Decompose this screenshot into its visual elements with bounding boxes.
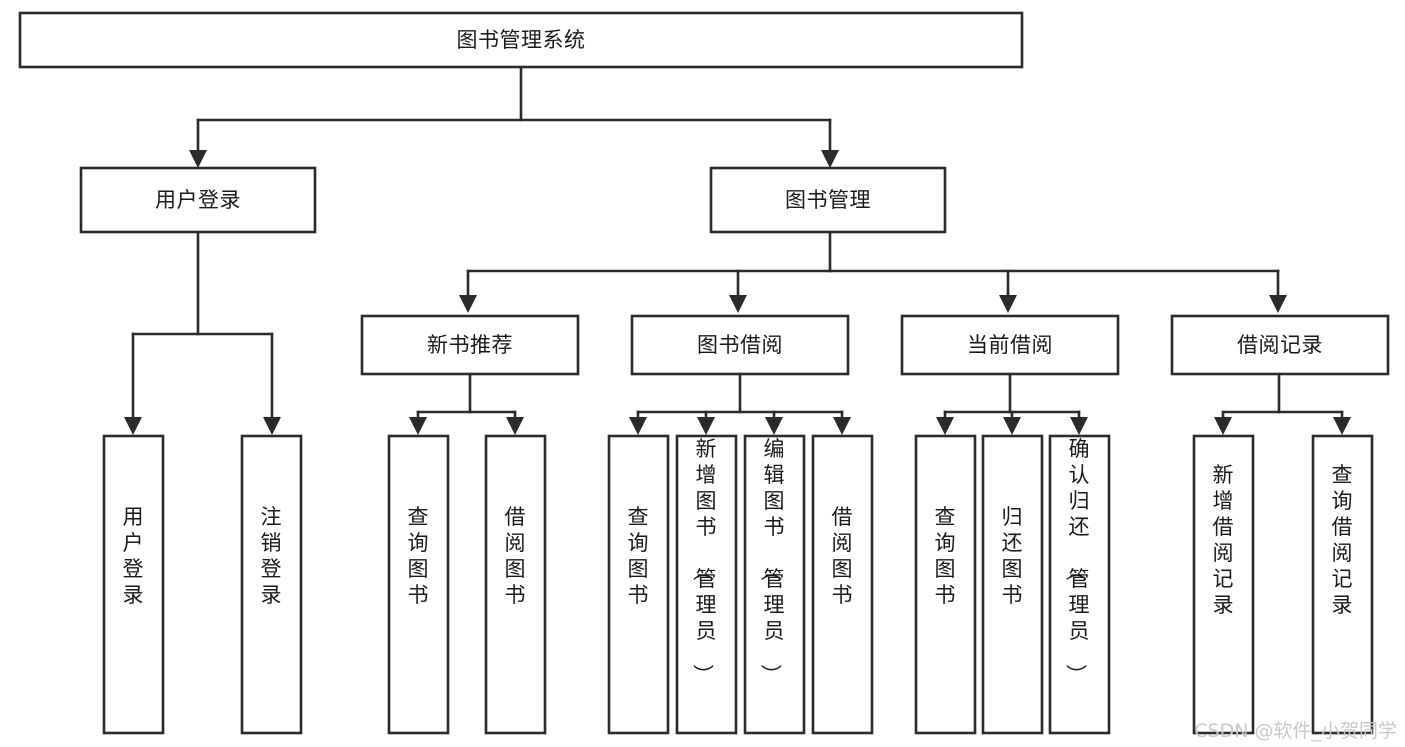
node-user-login[interactable]: 用户登录: [79, 166, 317, 234]
node-book-borrow-box[interactable]: [630, 314, 850, 376]
node-root-box[interactable]: [18, 11, 1024, 69]
arrow-icon: [1333, 417, 1351, 435]
node-new-book-recommend-label: 新书推荐: [427, 333, 513, 357]
leaf-box[interactable]: [387, 434, 450, 735]
node-borrow-records[interactable]: 借阅记录: [1170, 314, 1390, 376]
arrow-icon: [697, 417, 715, 435]
leaf-label: 借阅图书: [505, 505, 526, 607]
node-current-borrow-label: 当前借阅: [967, 333, 1053, 357]
node-book-management[interactable]: 图书管理: [709, 166, 947, 234]
leaf-box[interactable]: [1048, 434, 1111, 735]
arrow-icon: [936, 417, 954, 435]
leaf-box[interactable]: [1192, 434, 1255, 735]
arrow-icon: [124, 417, 142, 435]
node-user-login-box[interactable]: [79, 166, 317, 234]
node-borrow-records-label: 借阅记录: [1237, 333, 1323, 357]
leaf-borrow-edit-book-admin[interactable]: 编辑图书（管理员）: [743, 434, 806, 735]
arrow-icon: [765, 417, 783, 435]
leaf-box[interactable]: [743, 434, 806, 735]
leaf-user-login-login[interactable]: 用户登录: [102, 434, 165, 735]
arrow-icon: [459, 295, 477, 313]
leaf-records-query-record[interactable]: 查询借阅记录: [1311, 434, 1374, 735]
arrow-icon: [189, 150, 207, 168]
node-book-management-box[interactable]: [709, 166, 947, 234]
leaf-box[interactable]: [981, 434, 1044, 735]
arrow-icon: [1269, 295, 1287, 313]
leaf-records-add-record[interactable]: 新增借阅记录: [1192, 434, 1255, 735]
leaf-label: 归还图书: [1002, 505, 1023, 607]
leaf-box[interactable]: [675, 434, 738, 735]
arrow-icon: [999, 295, 1017, 313]
leaf-box[interactable]: [607, 434, 670, 735]
leaf-newbook-borrow-book[interactable]: 借阅图书: [484, 434, 547, 735]
leaf-borrow-borrow-book[interactable]: 借阅图书: [811, 434, 874, 735]
leaf-label: 新增借阅记录: [1213, 463, 1234, 617]
arrow-icon: [1070, 417, 1088, 435]
leaf-label: 注销登录: [261, 505, 282, 607]
leaf-box[interactable]: [240, 434, 303, 735]
arrow-icon: [629, 417, 647, 435]
leaf-current-query-book[interactable]: 查询图书: [914, 434, 977, 735]
leaf-box[interactable]: [811, 434, 874, 735]
leaf-label: 查询借阅记录: [1332, 463, 1353, 617]
leaf-label: 新增图书（管理员）: [691, 437, 717, 685]
arrow-icon: [1214, 417, 1232, 435]
leaf-box[interactable]: [102, 434, 165, 735]
arrow-icon: [409, 417, 427, 435]
leaf-label: 编辑图书（管理员）: [759, 437, 785, 685]
leaf-borrow-add-book-admin[interactable]: 新增图书（管理员）: [675, 434, 738, 735]
csdn-watermark: CSDN @软件_小贺同学: [1194, 720, 1397, 742]
node-root[interactable]: 图书管理系统: [18, 11, 1024, 69]
node-borrow-records-box[interactable]: [1170, 314, 1390, 376]
leaf-box[interactable]: [914, 434, 977, 735]
node-root-label: 图书管理系统: [457, 28, 586, 52]
arrow-icon: [729, 295, 747, 313]
leaf-label: 借阅图书: [832, 505, 853, 607]
node-book-borrow-label: 图书借阅: [697, 333, 783, 357]
arrow-icon: [833, 417, 851, 435]
leaf-current-return-book[interactable]: 归还图书: [981, 434, 1044, 735]
node-current-borrow[interactable]: 当前借阅: [900, 314, 1120, 376]
node-book-borrow[interactable]: 图书借阅: [630, 314, 850, 376]
node-user-login-label: 用户登录: [155, 188, 241, 212]
node-new-book-recommend-box[interactable]: [360, 314, 580, 376]
leaf-box[interactable]: [484, 434, 547, 735]
leaf-label: 查询图书: [628, 505, 649, 607]
leaf-current-confirm-return-admin[interactable]: 确认归还（管理员）: [1048, 434, 1111, 735]
leaf-box[interactable]: [1311, 434, 1374, 735]
connector-group: [124, 65, 1351, 435]
node-new-book-recommend[interactable]: 新书推荐: [360, 314, 580, 376]
leaf-newbook-query-book[interactable]: 查询图书: [387, 434, 450, 735]
leaf-label: 查询图书: [408, 505, 429, 607]
leaf-label: 确认归还（管理员）: [1064, 437, 1090, 685]
arrow-icon: [1003, 417, 1021, 435]
arrow-icon: [263, 417, 281, 435]
node-book-management-label: 图书管理: [785, 188, 871, 212]
arrow-icon: [821, 150, 839, 168]
leaf-label: 查询图书: [935, 505, 956, 607]
leaf-user-login-logout[interactable]: 注销登录: [240, 434, 303, 735]
arrow-icon: [506, 417, 524, 435]
node-current-borrow-box[interactable]: [900, 314, 1120, 376]
leaf-label: 用户登录: [123, 505, 144, 607]
leaf-borrow-query-book[interactable]: 查询图书: [607, 434, 670, 735]
